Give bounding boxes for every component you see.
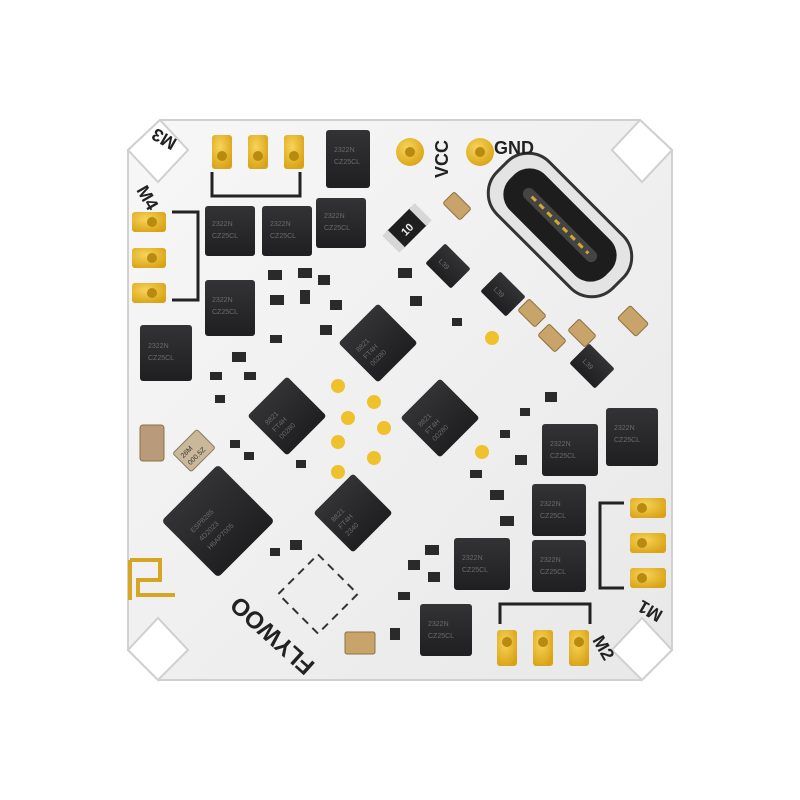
resistor: 10: [382, 203, 432, 253]
svg-text:2322N: 2322N: [614, 425, 635, 432]
mosfet-chip: 2322N CZ25CL: [420, 604, 472, 656]
mosfet-chip: 2322N CZ25CL: [532, 540, 586, 592]
mosfet-chip: 2322N CZ25CL: [140, 325, 192, 381]
esc-driver-chip: 8821 FT4H 00280: [401, 379, 479, 457]
m4-solder-pads: [132, 210, 200, 303]
ic-footprint-outline: [276, 552, 360, 636]
svg-text:CZ25CL: CZ25CL: [462, 567, 488, 574]
mosfet-chip: 2322N CZ25CL: [542, 424, 598, 476]
svg-text:2322N: 2322N: [324, 213, 345, 220]
mosfet-chip: 2322N CZ25CL: [532, 484, 586, 536]
svg-text:CZ25CL: CZ25CL: [428, 633, 454, 640]
test-points: [331, 331, 499, 479]
svg-text:CZ25CL: CZ25CL: [212, 309, 238, 316]
mosfet-chip: 2322N CZ25CL: [454, 538, 510, 590]
svg-text:2322N: 2322N: [550, 441, 571, 448]
mosfet-chip: 2322N CZ25CL: [606, 408, 658, 466]
esc-driver-chip: 8821 FT4H 00280: [248, 377, 326, 455]
svg-text:2322N: 2322N: [462, 555, 483, 562]
svg-text:CZ25CL: CZ25CL: [324, 225, 350, 232]
svg-text:2322N: 2322N: [428, 621, 449, 628]
svg-text:CZ25CL: CZ25CL: [148, 355, 174, 362]
svg-text:2322N: 2322N: [212, 297, 233, 304]
m3-solder-pads: [210, 135, 304, 198]
mosfet-chip: 2322N CZ25CL: [205, 280, 255, 336]
m2-solder-pads: [497, 602, 592, 666]
svg-text:2322N: 2322N: [212, 221, 233, 228]
mosfet-chip: 2322N CZ25CL: [262, 206, 312, 256]
svg-text:2322N: 2322N: [334, 147, 355, 154]
svg-text:2322N: 2322N: [270, 221, 291, 228]
svg-text:2322N: 2322N: [148, 343, 169, 350]
mcu-chip: ESP8285 4D2023 H6AP7005: [163, 466, 273, 576]
svg-text:2322N: 2322N: [540, 557, 561, 564]
mosfet-chip: 2322N CZ25CL: [205, 206, 255, 256]
mosfet-chip: 2322N CZ25CL: [326, 130, 370, 188]
svg-text:CZ25CL: CZ25CL: [550, 453, 576, 460]
m1-solder-pads: [598, 498, 666, 590]
svg-text:CZ25CL: CZ25CL: [614, 437, 640, 444]
svg-text:2322N: 2322N: [540, 501, 561, 508]
mounting-holes: [126, 118, 674, 682]
gnd-label: GND: [494, 138, 534, 158]
crystal-oscillator: 26M 000.5Z: [173, 429, 215, 472]
svg-text:CZ25CL: CZ25CL: [540, 513, 566, 520]
capacitors: [139, 192, 649, 655]
esc-driver-chip: 8821 FT4H 2340: [314, 474, 392, 552]
voltage-regulator: L39: [426, 244, 470, 288]
usb-c-port: [486, 151, 634, 299]
svg-text:CZ25CL: CZ25CL: [270, 233, 296, 240]
voltage-regulator: L39: [481, 272, 525, 316]
esc-driver-chip: 8821 FT4H 00280: [339, 304, 417, 382]
svg-text:CZ25CL: CZ25CL: [540, 569, 566, 576]
svg-text:CZ25CL: CZ25CL: [212, 233, 238, 240]
small-passives: [210, 268, 557, 640]
svg-text:CZ25CL: CZ25CL: [334, 159, 360, 166]
wifi-antenna-trace: [128, 558, 175, 600]
mosfet-chip: 2322N CZ25CL: [316, 198, 366, 248]
vcc-label: VCC: [432, 140, 452, 178]
voltage-regulator: L39: [570, 344, 614, 388]
